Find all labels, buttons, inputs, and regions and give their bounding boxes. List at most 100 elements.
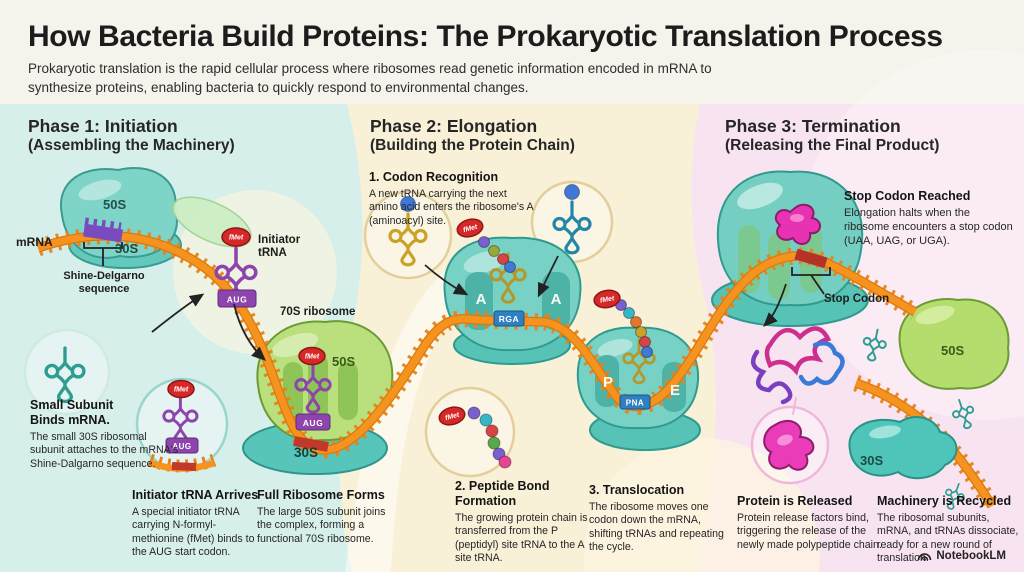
step-body: Elongation halts when the ribosome encou… <box>844 207 1013 247</box>
mini-start-codon <box>171 462 197 471</box>
fmet-badge: fMet <box>438 406 466 426</box>
svg-labels: 50S 30S 50S 30S A A P E 50S 30S <box>103 197 964 468</box>
fmet-badge: fMet <box>298 346 326 366</box>
step-codon-recognition: 1. Codon Recognition A new tRNA carrying… <box>369 170 537 228</box>
arrow-to-70s <box>233 303 266 361</box>
rga-box: RGA <box>493 310 525 327</box>
blob-highlight <box>78 179 122 201</box>
arrow-to-initiator-trna <box>151 293 205 333</box>
fmet-label: fMet <box>174 387 189 394</box>
stop-codon-pointer-line <box>810 274 825 295</box>
fmet-label: fMet <box>599 295 615 305</box>
phase1-title: Phase 1: Initiation <box>28 116 178 136</box>
aug-box-circle: AUG <box>165 437 199 454</box>
site-p: P <box>603 374 613 391</box>
blob-highlight <box>869 425 901 439</box>
aug-box-initiator: AUG <box>217 289 257 308</box>
fmet-badges: fMet fMet fMet fMet fMet fMet <box>167 218 621 426</box>
aug-box-70s: AUG <box>295 413 331 431</box>
step-heading: Initiator tRNA Arrives <box>132 488 259 502</box>
fmet-badge: fMet <box>167 379 195 399</box>
annotation-arrows <box>83 242 831 361</box>
phase2-header: Phase 2: Elongation (Building the Protei… <box>370 116 575 156</box>
phase2-subtitle: (Building the Protein Chain) <box>370 137 575 154</box>
decor-circle-2 <box>584 438 820 572</box>
release-factor-blob <box>774 203 821 245</box>
aug-label: AUG <box>227 295 247 305</box>
circle-small-trna <box>23 328 111 416</box>
step-initiator-trna: Initiator tRNA Arrives A special initiat… <box>132 488 262 560</box>
step-stop-codon: Stop Codon Reached Elongation halts when… <box>844 189 1016 249</box>
mrna-strand <box>35 227 920 459</box>
step-body: A new tRNA carrying the next amino acid … <box>369 188 533 227</box>
phase3-recycled-blobs <box>763 298 1010 480</box>
amino-acid-beads <box>400 184 653 469</box>
arrow-to-polypeptide <box>763 283 787 327</box>
watermark: NotebookLM <box>917 549 1006 562</box>
step-body: The small 30S ribosomal subunit attaches… <box>30 431 179 470</box>
step-full-ribosome: Full Ribosome Forms The large 50S subuni… <box>257 488 390 546</box>
step-body: Protein release factors bind, triggering… <box>737 512 882 551</box>
fmet-label: fMet <box>229 235 244 242</box>
released-polypeptide-tangle <box>750 326 845 415</box>
step-body: A special initiator tRNA carrying N-form… <box>132 506 255 559</box>
released-protein-blob <box>763 419 815 471</box>
phase3-title: Phase 3: Termination <box>725 116 901 136</box>
fmet-badge: fMet <box>221 227 251 247</box>
site-a-right: A <box>551 291 562 308</box>
shine-dalgarno-segment <box>82 223 124 243</box>
arrow-trna1-to-a-site <box>424 264 469 296</box>
mrna-label: mRNA <box>16 235 53 249</box>
step-heading: Small Subunit Binds mRNA. <box>30 398 114 427</box>
watermark-text: NotebookLM <box>936 549 1006 562</box>
blob-highlight <box>463 250 507 274</box>
codon-boxes: AUG AUG AUG RGA PNA <box>165 289 651 454</box>
rga-label: RGA <box>499 314 519 324</box>
label-50s: 50S <box>103 197 126 212</box>
step-heading: Machinery is Recycled <box>877 494 1012 508</box>
step-heading: 1. Codon Recognition <box>369 170 499 184</box>
site-a-left: A <box>476 291 487 308</box>
fmet-badge: fMet <box>593 289 621 309</box>
70s-ribosome-label: 70S ribosome <box>280 306 356 318</box>
blob-highlight <box>597 338 633 358</box>
step-heading: 2. Peptide Bond Formation <box>455 479 550 508</box>
blob-highlight <box>915 305 955 325</box>
initiator-trna-label: Initiator tRNA <box>258 234 301 260</box>
fmet-label: fMet <box>305 354 320 361</box>
step-protein-released: Protein is Released Protein release fact… <box>737 494 883 552</box>
notebooklm-logo-icon <box>918 553 932 561</box>
blob-highlight <box>737 182 783 210</box>
label-70s-50s: 50S <box>332 354 355 369</box>
page-title: How Bacteria Build Proteins: The Prokary… <box>28 20 943 53</box>
step-body: The ribosome moves one codon down the mR… <box>589 501 724 554</box>
step-small-subunit: Small Subunit Binds mRNA. The small 30S … <box>30 398 182 471</box>
phase3-header: Phase 3: Termination (Releasing the Fina… <box>725 116 939 156</box>
shine-dalgarno-teeth <box>84 217 122 232</box>
decor-swoosh <box>345 236 520 572</box>
step-body: The ribosomal subunits, mRNA, and tRNAs … <box>877 512 1019 565</box>
ribosome-70s-pillars <box>283 354 358 420</box>
step-machinery-recycled: Machinery is Recycled The ribosomal subu… <box>877 494 1024 566</box>
label-70s-30s: 30S <box>294 445 318 460</box>
phase3-subtitle: (Releasing the Final Product) <box>725 137 940 154</box>
label-recycled-30s: 30S <box>860 453 883 468</box>
mrna-fragment <box>853 374 1000 511</box>
stop-codon-segment <box>794 248 828 269</box>
label-recycled-50s: 50S <box>941 343 964 358</box>
fmet-label: fMet <box>462 224 478 235</box>
step-translocation: 3. Translocation The ribosome moves one … <box>589 483 737 555</box>
phase1-subtitle: (Assembling the Machinery) <box>28 137 235 154</box>
phase1-header: Phase 1: Initiation (Assembling the Mach… <box>28 116 235 156</box>
blob-highlight <box>777 434 793 446</box>
fmet-label: fMet <box>444 412 460 423</box>
aug-label: AUG <box>303 418 323 428</box>
step-heading: Protein is Released <box>737 494 853 508</box>
phase2-title: Phase 2: Elongation <box>370 116 538 136</box>
start-codon-segment <box>293 436 329 452</box>
mini-mrna-comb <box>147 453 217 473</box>
blob-highlight <box>271 332 319 358</box>
arrow-trna2-to-a-site <box>537 255 559 298</box>
